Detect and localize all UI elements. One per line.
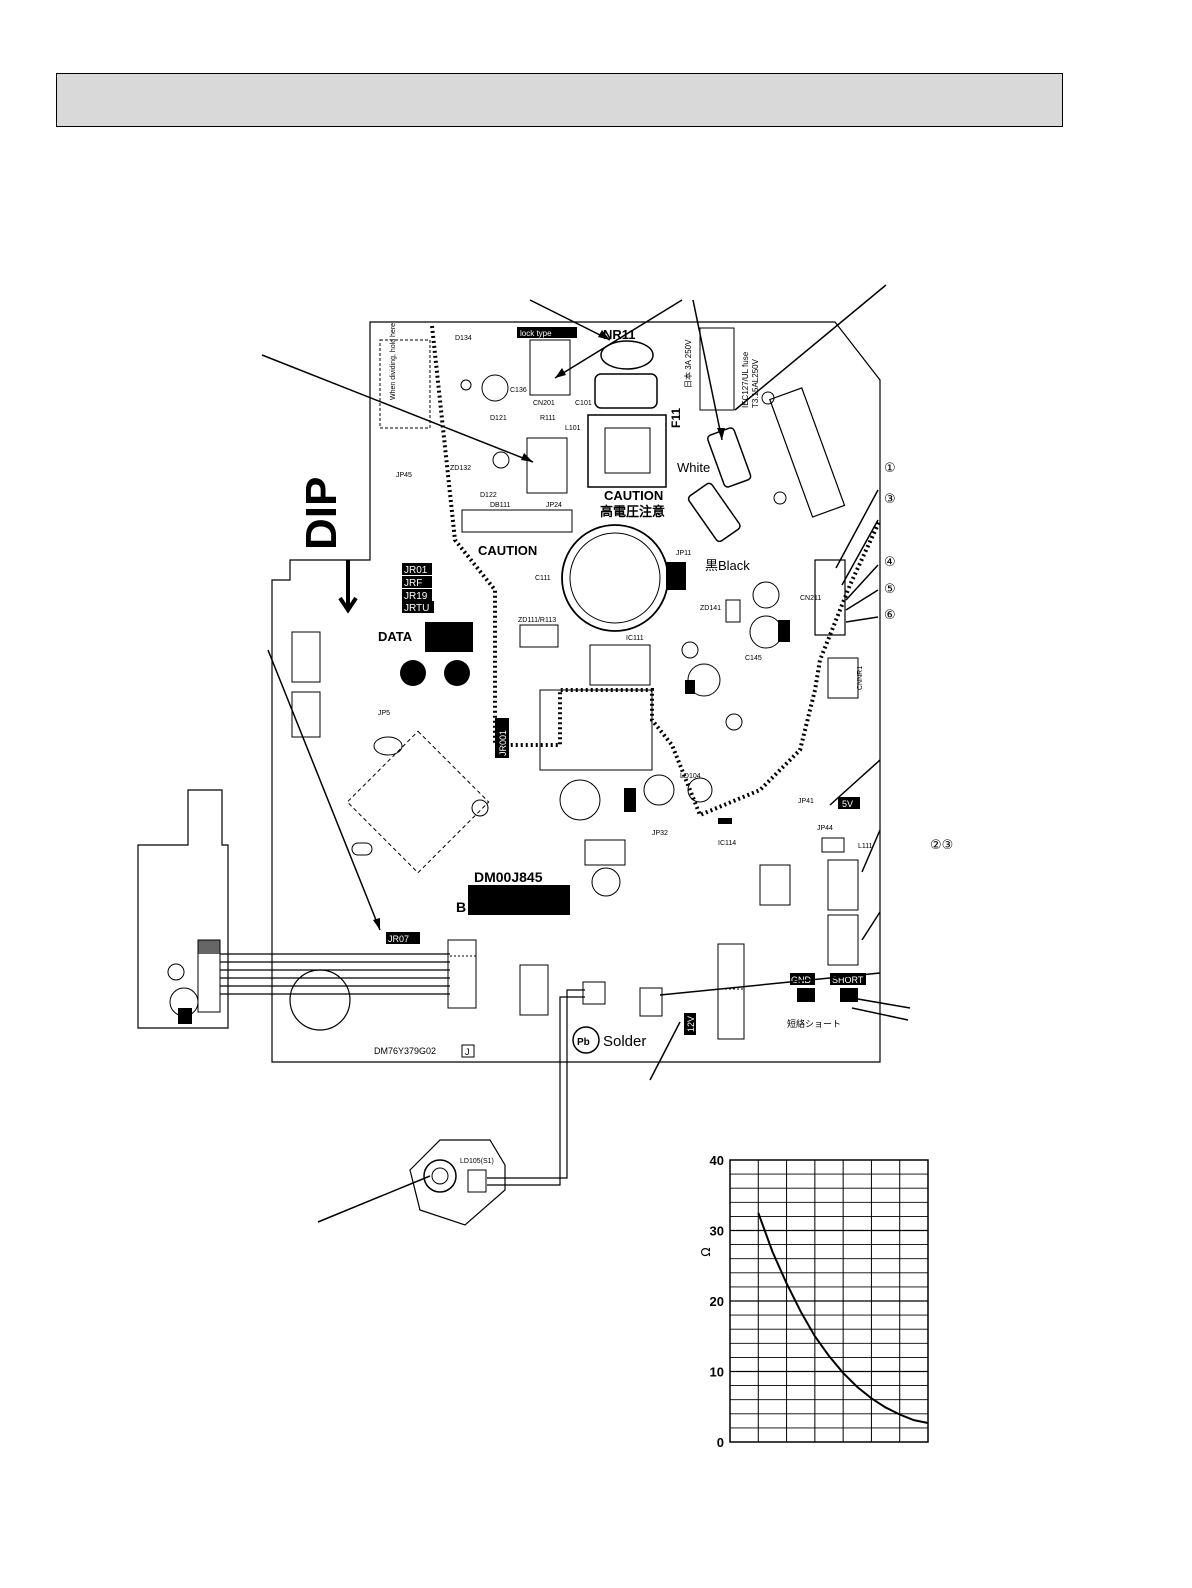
svg-text:D134: D134 bbox=[455, 335, 472, 342]
short-label: SHORT bbox=[832, 975, 864, 985]
fuse-label: F11 bbox=[669, 408, 683, 428]
pcb-code: DM76Y379G02 bbox=[374, 1046, 436, 1056]
svg-text:JP24: JP24 bbox=[546, 502, 562, 509]
callout-5: ⑤ bbox=[884, 582, 896, 597]
svg-text:LD104: LD104 bbox=[680, 773, 701, 780]
leader-lines bbox=[261, 284, 911, 1223]
dip-label: DIP bbox=[297, 477, 346, 550]
callout-1: ① bbox=[884, 461, 896, 476]
svg-text:JP44: JP44 bbox=[817, 825, 833, 832]
svg-text:JP5: JP5 bbox=[378, 710, 390, 717]
data-label: DATA bbox=[378, 629, 413, 644]
pcb-board-outline bbox=[271, 321, 881, 1063]
svg-text:LD105(S1): LD105(S1) bbox=[460, 1158, 494, 1165]
svg-text:CN211: CN211 bbox=[800, 595, 821, 602]
svg-text:JP11: JP11 bbox=[676, 550, 692, 557]
svg-text:CNNR1: CNNR1 bbox=[857, 666, 864, 690]
chart-y-tick-label: 10 bbox=[710, 1365, 724, 1380]
short-jp-label: 短絡ショート bbox=[787, 1018, 841, 1029]
svg-text:CN201: CN201 bbox=[533, 400, 555, 407]
board-part-number: DM00J845 bbox=[474, 869, 543, 885]
svg-text:JP32: JP32 bbox=[652, 830, 668, 837]
high-voltage-boundary bbox=[430, 325, 882, 818]
jr-labels: JR01 JRF JR19 JRTU bbox=[402, 563, 434, 614]
pb-mark: Pb bbox=[577, 1037, 590, 1048]
chart-y-tick-label: 40 bbox=[710, 1153, 724, 1168]
svg-text:C101: C101 bbox=[575, 400, 592, 407]
gnd-label: GND bbox=[791, 975, 812, 985]
callout-2-3: ②③ bbox=[930, 838, 954, 853]
svg-text:R111: R111 bbox=[540, 415, 556, 422]
svg-text:ZD111/R113: ZD111/R113 bbox=[518, 617, 556, 624]
svg-text:JP41: JP41 bbox=[798, 798, 814, 805]
chart-y-tick-label: 0 bbox=[717, 1435, 724, 1450]
svg-text:C136: C136 bbox=[510, 387, 527, 394]
solder-label: Solder bbox=[603, 1033, 646, 1050]
svg-text:JR19: JR19 bbox=[404, 591, 428, 602]
chart-y-tick-label: 30 bbox=[710, 1224, 724, 1239]
label-12v: 12V bbox=[686, 1016, 696, 1032]
svg-text:DB111: DB111 bbox=[490, 502, 510, 509]
fuse-ul2-label: T3.15AL250V bbox=[751, 358, 760, 408]
fuse-rating: 日本 3A 250V bbox=[683, 339, 693, 388]
caution-label-2: CAUTION bbox=[478, 543, 537, 558]
svg-text:ZD132: ZD132 bbox=[450, 465, 471, 472]
lock-type-label: lock type bbox=[520, 329, 552, 338]
svg-text:JP45: JP45 bbox=[396, 472, 412, 479]
svg-text:JRTU: JRTU bbox=[404, 603, 429, 614]
black-label: 黒Black bbox=[705, 558, 750, 573]
nr11-label: NR11 bbox=[603, 327, 636, 342]
sensor-sub-board bbox=[409, 1139, 506, 1226]
svg-text:L111: L111 bbox=[858, 843, 873, 850]
jr07-label: JR07 bbox=[388, 934, 409, 944]
callout-3: ③ bbox=[884, 492, 896, 507]
chart-series-line bbox=[757, 1212, 929, 1424]
fuse-ul-label: IEC127/UL fuse bbox=[741, 351, 750, 408]
pcb-revision: J bbox=[465, 1047, 470, 1057]
caution-label-1: CAUTION bbox=[604, 488, 663, 503]
callout-4: ④ bbox=[884, 555, 896, 570]
jr001-label: JR001 bbox=[498, 730, 508, 756]
svg-text:JR01: JR01 bbox=[404, 565, 428, 576]
label-5v: 5V bbox=[842, 799, 853, 809]
led-sub-board bbox=[137, 789, 229, 1029]
svg-text:ZD141: ZD141 bbox=[700, 605, 721, 612]
svg-text:IC111: IC111 bbox=[626, 635, 644, 642]
caution-jp-label: 高電圧注意 bbox=[600, 504, 665, 519]
svg-text:L101: L101 bbox=[565, 425, 581, 432]
chart-y-axis-label: Ω bbox=[699, 1247, 713, 1256]
divider-note: When dividing, hold here. bbox=[390, 321, 397, 400]
chart-y-tick-label: 20 bbox=[710, 1294, 724, 1309]
svg-text:C145: C145 bbox=[745, 655, 762, 662]
section-header-bar bbox=[56, 73, 1063, 127]
svg-text:C111: C111 bbox=[535, 575, 551, 582]
white-label: White bbox=[677, 460, 710, 475]
svg-text:JRF: JRF bbox=[404, 578, 422, 589]
svg-text:D121: D121 bbox=[490, 415, 507, 422]
svg-text:D122: D122 bbox=[480, 492, 497, 499]
callout-6: ⑥ bbox=[884, 608, 896, 623]
board-side-mark: B bbox=[456, 899, 466, 915]
svg-text:IC114: IC114 bbox=[718, 840, 736, 847]
